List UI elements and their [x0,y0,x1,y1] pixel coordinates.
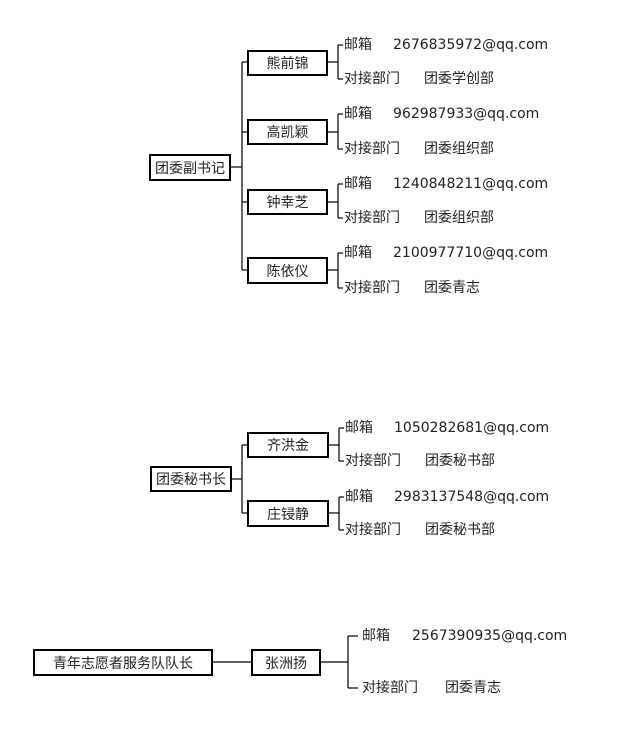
dept-label: 对接部门 [362,680,418,696]
dept-value: 团委学创部 [424,71,494,87]
dept-label: 对接部门 [344,210,400,226]
email-label: 邮箱 [344,245,372,261]
email-label: 邮箱 [344,106,372,122]
email-value: 2983137548@qq.com [394,489,550,505]
email-value: 1240848211@qq.com [393,176,549,192]
dept-value: 团委青志 [424,280,480,296]
role-box-deputy-secretary: 团委副书记 [149,154,231,181]
email-label: 邮箱 [362,628,390,644]
email-label: 邮箱 [344,176,372,192]
email-label: 邮箱 [345,489,373,505]
dept-label: 对接部门 [345,522,401,538]
email-value: 962987933@qq.com [393,106,540,122]
dept-value: 团委青志 [445,680,501,696]
email-label: 邮箱 [345,420,373,436]
person-box: 张洲扬 [251,649,321,676]
role-box-secretary-general: 团委秘书长 [150,466,232,492]
dept-value: 团委组织部 [424,141,494,157]
person-box: 钟幸芝 [247,189,328,215]
person-box: 熊前锦 [247,50,328,76]
dept-label: 对接部门 [344,280,400,296]
dept-value: 团委秘书部 [425,522,495,538]
dept-label: 对接部门 [344,71,400,87]
dept-value: 团委组织部 [424,210,494,226]
role-box-volunteer-captain: 青年志愿者服务队队长 [33,649,213,676]
person-box: 陈依仪 [247,257,328,284]
dept-label: 对接部门 [344,141,400,157]
dept-value: 团委秘书部 [425,453,495,469]
email-label: 邮箱 [344,37,372,53]
email-value: 2100977710@qq.com [393,245,549,261]
email-value: 2676835972@qq.com [393,37,549,53]
person-box: 高凯颖 [247,119,328,145]
person-box: 庄锓静 [247,500,329,527]
email-value: 2567390935@qq.com [412,628,568,644]
dept-label: 对接部门 [345,453,401,469]
email-value: 1050282681@qq.com [394,420,550,436]
person-box: 齐洪金 [247,432,329,458]
